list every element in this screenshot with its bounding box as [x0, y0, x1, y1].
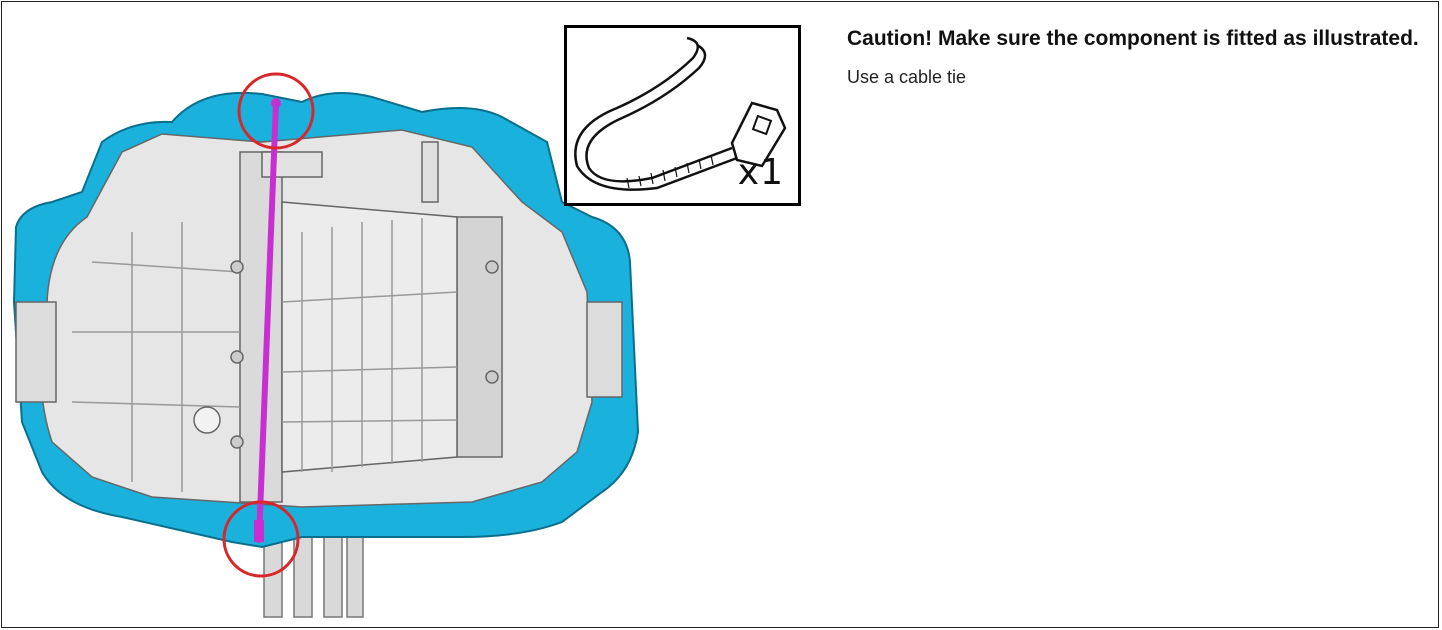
gearbox-illustration [2, 2, 822, 627]
parts-required-inset: x1 [564, 25, 801, 206]
gearbox-housing [15, 129, 623, 508]
lower-fixing-point-circle [222, 500, 300, 578]
cable-tie-highlight [254, 98, 281, 543]
coolant-pipes [263, 521, 364, 618]
quantity-label: x1 [737, 152, 784, 193]
cable-tie-icon [574, 36, 787, 191]
caution-heading: Caution! Make sure the component is fitt… [847, 27, 1419, 50]
instruction-text-panel: Caution! Make sure the component is fitt… [847, 24, 1427, 88]
instruction-text: Use a cable tie [847, 67, 967, 87]
upper-fixing-point-circle [237, 72, 315, 150]
